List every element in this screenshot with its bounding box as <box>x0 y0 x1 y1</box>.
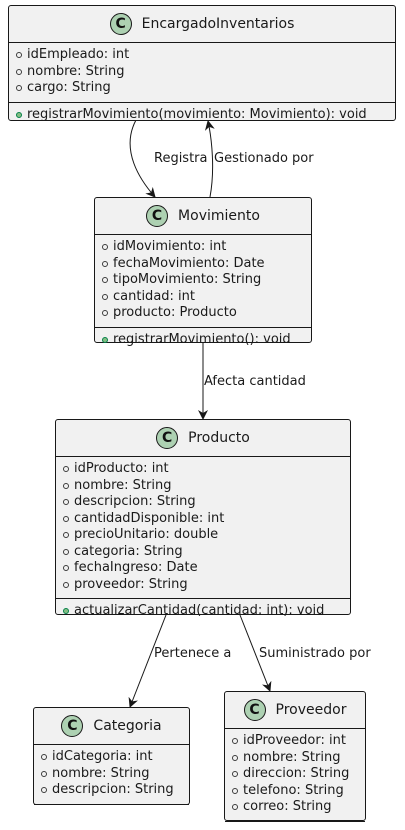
class-header: C EncargadoInventarios <box>9 6 395 43</box>
public-visibility-icon <box>41 787 47 794</box>
attribute: cargo: String <box>16 80 395 97</box>
class-header: C Movimiento <box>95 198 311 235</box>
class-proveedor[interactable]: C Proveedor idProveedor: int nombre: Str… <box>224 691 366 822</box>
attribute: idEmpleado: int <box>16 47 395 64</box>
public-visibility-icon <box>102 244 108 251</box>
edge-pertenece-a <box>128 614 167 708</box>
attributes-section: idEmpleado: int nombre: String cargo: St… <box>9 43 395 103</box>
public-visibility-icon <box>41 770 47 777</box>
attribute: categoria: String <box>63 544 350 561</box>
class-c-icon: C <box>146 205 169 227</box>
public-visibility-icon <box>41 754 47 761</box>
attribute: cantidad: int <box>102 289 311 306</box>
relation-label-pertenece-a: Pertenece a <box>154 646 232 661</box>
public-visibility-icon <box>232 754 238 761</box>
attribute: idProducto: int <box>63 461 350 478</box>
class-categoria[interactable]: C Categoria idCategoria: int nombre: Str… <box>33 707 190 805</box>
attribute: descripcion: String <box>41 782 189 799</box>
public-visibility-icon <box>63 466 69 473</box>
relation-label-gestionado-por: Gestionado por <box>214 151 314 166</box>
class-movimiento[interactable]: C Movimiento idMovimiento: int fechaMovi… <box>94 197 312 347</box>
public-visibility-icon <box>102 260 108 267</box>
attribute: nombre: String <box>16 64 395 81</box>
public-visibility-icon <box>102 293 108 300</box>
public-visibility-icon <box>232 771 238 778</box>
class-encargado-inventarios[interactable]: C EncargadoInventarios idEmpleado: int n… <box>8 5 396 122</box>
attribute: telefono: String <box>232 783 365 800</box>
relation-label-suministrado-por: Suministrado por <box>259 646 371 661</box>
methods-section: registrarMovimiento(movimiento: Movimien… <box>9 103 395 129</box>
edge-suministrado-por <box>239 614 272 692</box>
public-visibility-icon <box>16 68 22 75</box>
class-header: C Categoria <box>34 708 189 745</box>
public-visibility-icon <box>102 277 108 284</box>
method: actualizarCantidad(cantidad: int): void <box>63 603 350 620</box>
class-c-icon: C <box>109 13 132 35</box>
public-visibility-icon <box>63 565 69 572</box>
class-header: C Proveedor <box>225 692 365 729</box>
attribute: nombre: String <box>232 750 365 767</box>
methods-section <box>225 822 365 830</box>
attribute: idMovimiento: int <box>102 239 311 256</box>
attribute: tipoMovimiento: String <box>102 272 311 289</box>
public-visibility-icon <box>16 52 22 59</box>
attributes-section: idProducto: int nombre: String descripci… <box>56 457 350 599</box>
class-c-icon: C <box>156 427 179 449</box>
public-method-icon <box>16 111 22 118</box>
public-visibility-icon <box>63 581 69 588</box>
class-producto[interactable]: C Producto idProducto: int nombre: Strin… <box>55 419 351 618</box>
public-method-icon <box>102 336 108 343</box>
class-name: EncargadoInventarios <box>141 16 295 32</box>
public-visibility-icon <box>232 738 238 745</box>
attribute: proveedor: String <box>63 577 350 594</box>
public-visibility-icon <box>63 482 69 489</box>
methods-section: actualizarCantidad(cantidad: int): void <box>56 599 350 625</box>
method: registrarMovimiento(): void <box>102 332 311 349</box>
public-visibility-icon <box>102 310 108 317</box>
class-name: Proveedor <box>275 702 347 718</box>
class-name: Categoria <box>93 718 162 734</box>
method: registrarMovimiento(movimiento: Movimien… <box>16 107 395 124</box>
attribute: fechaIngreso: Date <box>63 560 350 577</box>
public-visibility-icon <box>63 548 69 555</box>
class-c-icon: C <box>243 699 266 721</box>
attribute: nombre: String <box>63 478 350 495</box>
edge-registra <box>129 119 156 198</box>
attribute: precioUnitario: double <box>63 527 350 544</box>
class-name: Movimiento <box>178 208 260 224</box>
attributes-section: idProveedor: int nombre: String direccio… <box>225 729 365 822</box>
attributes-section: idMovimiento: int fechaMovimiento: Date … <box>95 235 311 328</box>
attribute: producto: Producto <box>102 305 311 322</box>
relation-label-registra: Registra <box>154 151 208 166</box>
attribute: idCategoria: int <box>41 749 189 766</box>
attribute: descripcion: String <box>63 494 350 511</box>
attribute: fechaMovimiento: Date <box>102 256 311 273</box>
public-method-icon <box>63 608 69 615</box>
attributes-section: idCategoria: int nombre: String descripc… <box>34 745 189 805</box>
class-c-icon: C <box>61 715 84 737</box>
methods-section: registrarMovimiento(): void <box>95 328 311 354</box>
methods-section <box>34 805 189 813</box>
attribute: direccion: String <box>232 766 365 783</box>
public-visibility-icon <box>63 532 69 539</box>
public-visibility-icon <box>63 515 69 522</box>
public-visibility-icon <box>232 804 238 811</box>
public-visibility-icon <box>16 85 22 92</box>
class-header: C Producto <box>56 420 350 457</box>
attribute: nombre: String <box>41 766 189 783</box>
edge-gestionado-por <box>204 120 215 198</box>
public-visibility-icon <box>63 499 69 506</box>
public-visibility-icon <box>232 787 238 794</box>
relation-label-afecta-cantidad: Afecta cantidad <box>204 374 306 389</box>
attribute: idProveedor: int <box>232 733 365 750</box>
class-name: Producto <box>188 430 250 446</box>
attribute: correo: String <box>232 799 365 816</box>
attribute: cantidadDisponible: int <box>63 511 350 528</box>
